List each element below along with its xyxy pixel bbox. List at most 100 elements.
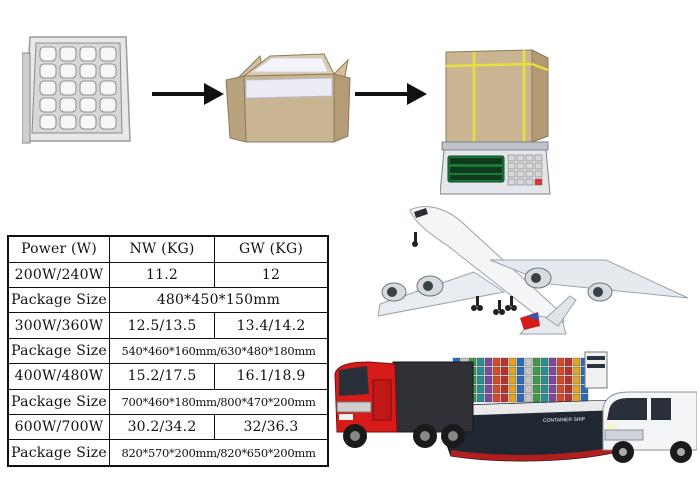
container	[492, 366, 501, 376]
container	[532, 384, 541, 394]
scale-key	[507, 162, 516, 170]
container	[564, 357, 573, 367]
container	[516, 375, 525, 385]
container	[548, 375, 557, 385]
package-size-value: 820*570*200mm/820*650*200mm	[109, 439, 329, 467]
power-cell: 200W/240W	[7, 261, 110, 289]
container	[500, 384, 509, 394]
container	[524, 384, 533, 394]
container	[516, 384, 525, 394]
scale-key	[507, 170, 516, 178]
led-module	[39, 80, 57, 96]
container	[556, 357, 565, 367]
scale-key	[534, 170, 543, 178]
led-module	[79, 46, 97, 62]
arrow-2-head	[407, 83, 427, 105]
ship-hull-text: CONTAINER SHIP	[543, 417, 586, 424]
led-module	[79, 97, 97, 113]
container	[532, 393, 541, 403]
package-size-label: Package Size	[7, 286, 110, 314]
container	[484, 375, 493, 385]
container	[572, 393, 581, 403]
container	[540, 357, 549, 367]
container	[572, 375, 581, 385]
container	[532, 366, 541, 376]
power-cell: 400W/480W	[7, 363, 110, 390]
container	[564, 375, 573, 385]
container	[508, 384, 517, 394]
package-size-value: 540*460*160mm/630*480*180mm	[109, 337, 329, 365]
scale-key	[525, 178, 534, 186]
container	[532, 357, 541, 367]
gw-cell: 32/36.3	[214, 413, 329, 441]
power-cell: 300W/360W	[7, 312, 110, 339]
container	[484, 357, 493, 367]
gw-cell: 13.4/14.2	[214, 312, 329, 339]
scale-key	[516, 154, 525, 162]
container	[500, 393, 509, 403]
header-power: Power (W)	[7, 235, 110, 263]
power-cell: 600W/700W	[7, 413, 110, 441]
container	[548, 384, 557, 394]
container	[524, 393, 533, 403]
scale-key	[516, 178, 525, 186]
container	[500, 357, 509, 367]
container	[572, 366, 581, 376]
scale-key	[525, 162, 534, 170]
container	[564, 393, 573, 403]
container	[516, 357, 525, 367]
open-carton-image	[225, 53, 351, 143]
header-gw: GW (KG)	[214, 235, 329, 263]
container	[476, 366, 485, 376]
led-module	[79, 63, 97, 79]
airplane-image	[377, 206, 689, 335]
led-module	[59, 114, 77, 130]
scale-key	[534, 178, 543, 186]
container	[492, 357, 501, 367]
package-size-label: Package Size	[7, 388, 110, 415]
container	[516, 393, 525, 403]
scale-key	[516, 170, 525, 178]
container	[492, 384, 501, 394]
container	[516, 366, 525, 376]
container	[500, 366, 509, 376]
led-module	[59, 46, 77, 62]
package-size-value: 700*460*180mm/800*470*200mm	[109, 388, 329, 415]
container	[572, 384, 581, 394]
package-size-value: 480*450*150mm	[109, 286, 329, 314]
nw-cell: 12.5/13.5	[109, 312, 215, 339]
led-module	[79, 114, 97, 130]
container	[564, 366, 573, 376]
scale-key	[525, 154, 534, 162]
container	[564, 384, 573, 394]
container	[524, 375, 533, 385]
container	[484, 384, 493, 394]
nw-cell: 11.2	[109, 261, 215, 289]
led-module	[79, 80, 97, 96]
scale-keypad	[507, 154, 543, 186]
container	[492, 375, 501, 385]
nw-cell: 15.2/17.5	[109, 363, 215, 390]
floodlight-image	[22, 36, 131, 144]
container	[492, 393, 501, 403]
package-size-label: Package Size	[7, 337, 110, 365]
led-module	[59, 80, 77, 96]
header-nw: NW (KG)	[109, 235, 215, 263]
table-header-row: Power (W)NW (KG)GW (KG)	[7, 235, 329, 263]
container	[524, 357, 533, 367]
container	[476, 375, 485, 385]
container	[540, 366, 549, 376]
container	[556, 393, 565, 403]
container	[540, 375, 549, 385]
led-module	[59, 63, 77, 79]
arrow-1-line	[152, 92, 204, 96]
container	[484, 393, 493, 403]
led-module	[39, 114, 57, 130]
container	[540, 384, 549, 394]
